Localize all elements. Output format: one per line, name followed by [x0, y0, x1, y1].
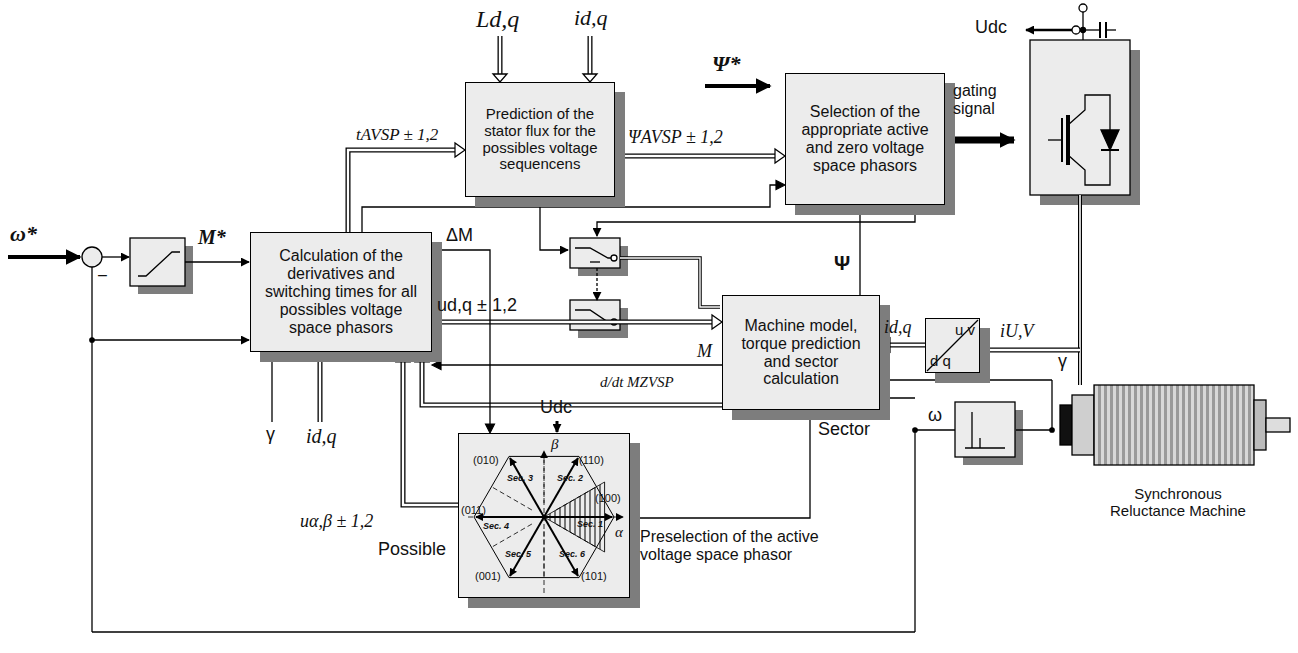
signal-label: Synchronous Reluctance Machine — [1098, 486, 1258, 519]
transform-box: u vd q — [925, 318, 980, 373]
process-box: Calculation of the derivatives and switc… — [250, 232, 432, 352]
vector-label: α — [615, 524, 623, 541]
signal-label: ω — [928, 406, 942, 426]
signal-label: Preselection of the active voltage space… — [640, 528, 840, 563]
signal-label: γ — [266, 425, 275, 445]
signal-connector — [630, 410, 810, 523]
signal-connector — [432, 250, 495, 433]
signal-label: iU,V — [1000, 322, 1034, 342]
signal-label: ud,q ± 1,2 — [437, 296, 517, 316]
vector-label: (100) — [595, 492, 621, 504]
signal-connector — [856, 205, 865, 295]
signal-label: M* — [198, 226, 226, 248]
signal-label: Udc — [540, 398, 572, 418]
vector-label: β — [551, 436, 558, 453]
vector-label: (101) — [581, 570, 607, 582]
box-text: u v — [955, 322, 975, 339]
signal-label: gating signal — [953, 82, 1025, 117]
signal-label: tAVSP ± 1,2 — [356, 126, 438, 145]
signal-label: ΨAVSP ± 1,2 — [628, 128, 723, 148]
signal-label: Sector — [818, 420, 870, 440]
box-text: Calculation of the derivatives and switc… — [251, 243, 431, 341]
signal-label: uα,β ± 1,2 — [300, 512, 373, 532]
vector-label: (001) — [475, 570, 501, 582]
vector-label: (110) — [579, 454, 604, 466]
signal-connector — [348, 143, 465, 232]
signal-label: d/dt MZVSP — [600, 374, 674, 391]
box-text: d q — [930, 353, 951, 370]
signal-connector — [432, 361, 722, 370]
process-box: Prediction of the stator flux for the po… — [465, 82, 615, 197]
signal-label: – — [98, 266, 107, 284]
signal-label: Ψ* — [712, 52, 741, 76]
signal-label: γ — [1058, 352, 1067, 372]
process-box: Selection of the appropriate active and … — [785, 73, 945, 205]
vector-label: Sec. 5 — [505, 550, 531, 560]
signal-label: Ψ — [834, 252, 850, 274]
signal-label: id,q — [306, 425, 337, 447]
vector-label: Sec. 6 — [559, 550, 585, 560]
signal-connector — [615, 149, 785, 163]
signal-label: Possible — [378, 540, 446, 560]
vector-label: (011) — [461, 504, 486, 516]
vector-label: Sec. 2 — [557, 474, 583, 484]
signal-label: ω* — [10, 222, 37, 246]
vector-label: (010) — [473, 454, 499, 466]
signal-label: id,q — [574, 6, 608, 30]
vector-label: Sec. 1 — [577, 520, 603, 530]
signal-label: M — [697, 342, 712, 362]
signal-label: ΔM — [446, 226, 473, 246]
signal-connector — [396, 352, 458, 505]
box-text: Selection of the appropriate active and … — [786, 99, 944, 179]
vector-label: Sec. 3 — [507, 474, 533, 484]
space-vector-box: (010) (110) (011) (100) (001) (101) Sec. 1 Sec.… — [458, 433, 630, 598]
vector-label: Sec. 4 — [483, 522, 509, 532]
signal-label: Ld,q — [476, 6, 519, 32]
signal-label: id,q — [884, 318, 912, 338]
signal-connector — [880, 338, 925, 352]
box-text: Machine model, torque prediction and sec… — [723, 313, 879, 393]
process-box: Machine model, torque prediction and sec… — [722, 295, 880, 410]
signal-label: Udc — [975, 18, 1007, 38]
signal-connector — [432, 315, 722, 329]
box-text: Prediction of the stator flux for the po… — [466, 102, 614, 177]
